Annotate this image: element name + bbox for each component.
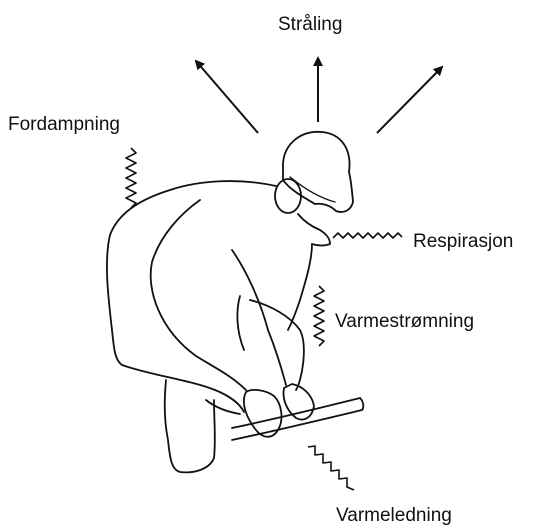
radiation-arrows — [196, 58, 442, 133]
evaporation-wavy-line — [126, 148, 136, 208]
glove-right — [284, 384, 315, 420]
radiation-arrow-right — [377, 67, 442, 133]
radiation-label: Stråling — [278, 15, 342, 34]
conduction-label: Varmeledning — [336, 506, 452, 525]
respiration-label: Respirasjon — [413, 232, 513, 251]
hard-hat — [283, 132, 353, 212]
conduction-wavy-line — [308, 446, 354, 490]
ear-muff — [275, 179, 301, 213]
convection-label: Varmestrømning — [335, 312, 474, 331]
respiration-wavy-line — [333, 233, 402, 238]
convection-wavy-line — [314, 286, 324, 346]
worker-figure — [107, 132, 363, 473]
radiation-arrow-left — [196, 61, 258, 133]
evaporation-label: Fordampning — [8, 115, 120, 134]
